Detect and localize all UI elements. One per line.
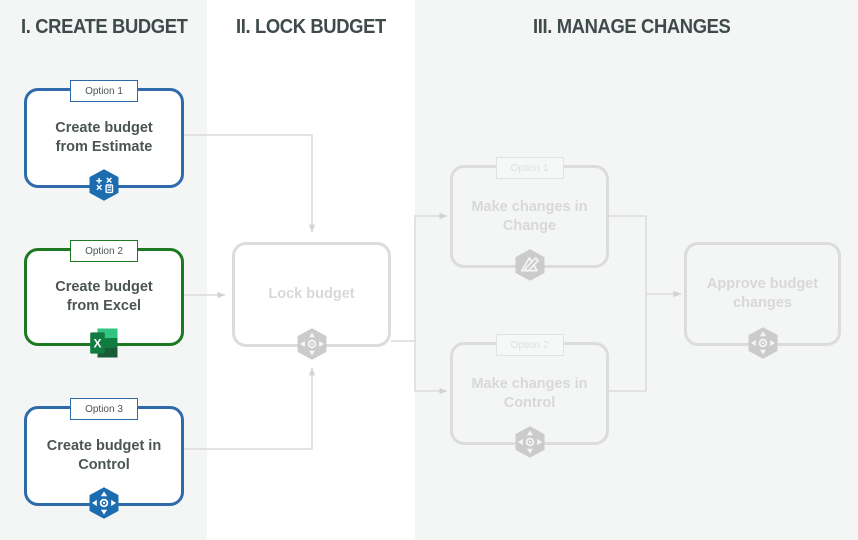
control-navigator-icon (87, 486, 121, 520)
node-label: Create budget from Excel (55, 279, 153, 314)
control-navigator-icon (513, 425, 547, 459)
node-make-changes-in-control[interactable]: Option 2 Make changes in Control (450, 334, 609, 458)
node-approve-budget-changes[interactable]: Approve budget changes (684, 242, 841, 359)
estimate-calculator-icon (87, 168, 121, 202)
node-make-changes-in-change[interactable]: Option 1 Make changes in Change (450, 157, 609, 281)
excel-icon: X (89, 327, 119, 359)
option-tab-2: Option 2 (70, 240, 138, 262)
node-lock-budget[interactable]: Lock budget (232, 242, 391, 360)
option-tab-2: Option 2 (495, 334, 564, 356)
control-navigator-icon (295, 327, 329, 361)
column-heading-manage-changes: III. MANAGE CHANGES (533, 16, 731, 38)
option-tab-1: Option 1 (495, 157, 564, 179)
change-triangle-icon (513, 248, 547, 282)
option-tab-3: Option 3 (70, 398, 138, 420)
node-create-budget-from-estimate[interactable]: Option 1 Create budget from Estimate (24, 80, 184, 201)
svg-text:X: X (93, 336, 101, 350)
node-create-budget-from-excel[interactable]: Option 2 Create budget from Excel X (24, 240, 184, 358)
column-heading-create-budget: I. CREATE BUDGET (21, 16, 188, 38)
node-label: Lock budget (268, 286, 355, 302)
node-create-budget-in-control[interactable]: Option 3 Create budget in Control (24, 398, 184, 519)
node-label: Create budget in Control (46, 438, 162, 473)
control-navigator-icon (746, 326, 780, 360)
node-label: Make changes in Change (471, 198, 588, 234)
option-tab-1: Option 1 (70, 80, 138, 102)
node-label: Make changes in Control (471, 375, 588, 411)
column-heading-lock-budget: II. LOCK BUDGET (236, 16, 386, 38)
node-label: Create budget from Estimate (55, 120, 153, 155)
node-label: Approve budget changes (706, 276, 819, 311)
